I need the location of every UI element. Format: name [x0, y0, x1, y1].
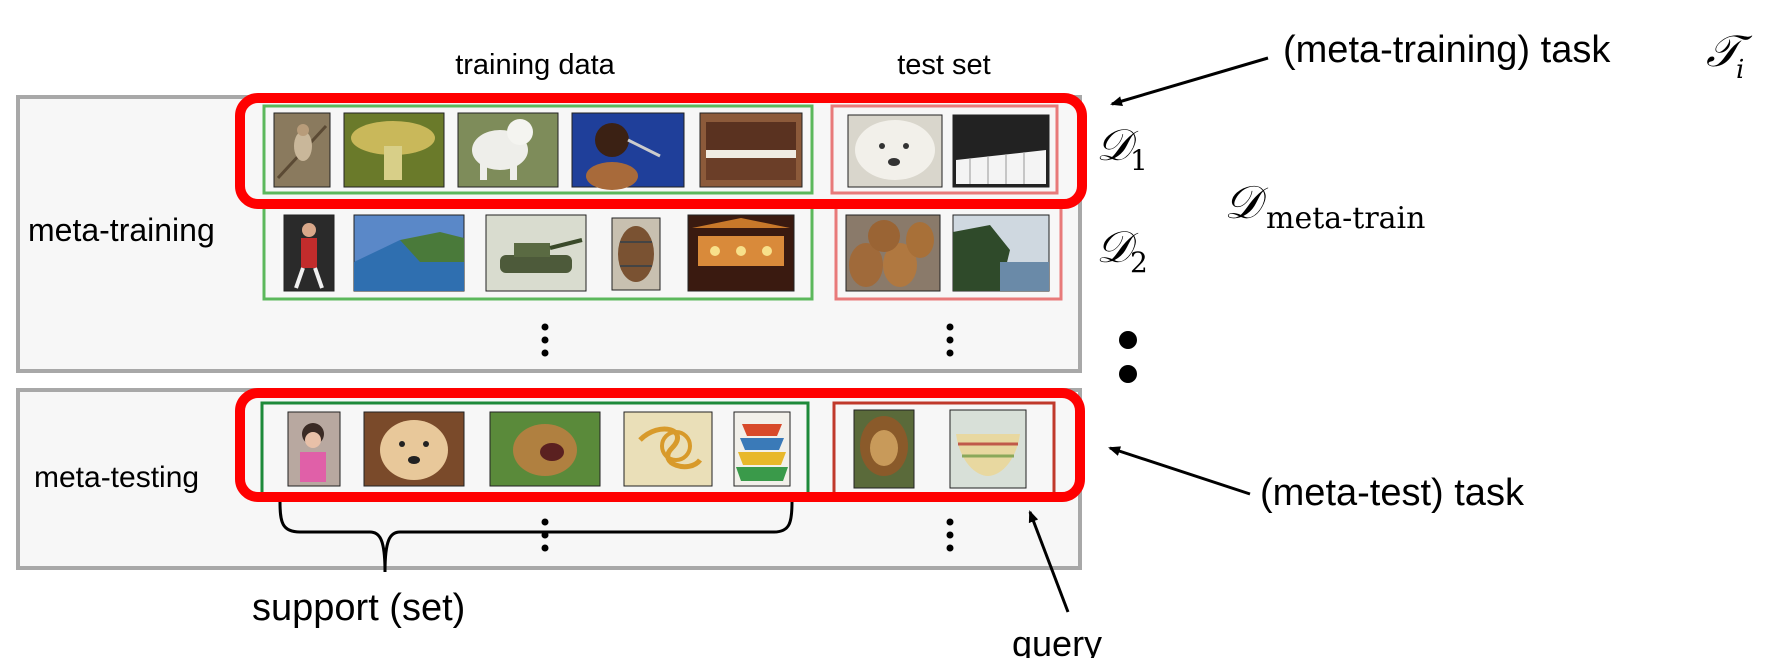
bird-photo: [273, 112, 331, 188]
svg-text:i: i: [1736, 55, 1744, 85]
d2-symbol: 𝒟 2: [1096, 222, 1148, 279]
d2-train-images: [283, 214, 795, 292]
meta-training-task-arrow: [1110, 56, 1269, 106]
query-arrow: [1028, 510, 1070, 613]
meta-training-label: meta-training: [28, 212, 215, 248]
golden-retriever-photo: [363, 411, 465, 487]
svg-text:2: 2: [1130, 246, 1148, 279]
meta-testing-ellipsis: [541, 518, 954, 552]
test-set-header: test set: [897, 49, 991, 81]
meta-test-task-label: (meta-test) task: [1260, 472, 1525, 514]
pretzel-shape-photo: [623, 411, 713, 487]
cliffs-photo: [952, 214, 1050, 292]
svg-text:𝒯: 𝒯: [1706, 26, 1753, 77]
meta-test-test-images: [853, 409, 1027, 489]
tank-photo: [485, 214, 587, 292]
piano-photo: [699, 112, 803, 188]
meta-training-task-highlight: [235, 93, 1087, 209]
d-meta-train-symbol: 𝒟 meta-train: [1224, 175, 1425, 236]
cliff-coast-photo: [353, 214, 465, 292]
svg-text:𝒟: 𝒟: [1224, 175, 1269, 229]
meta-testing-label: meta-testing: [34, 461, 199, 494]
meta-test-train-images: [287, 411, 791, 487]
mushroom-photo: [343, 112, 445, 188]
piano-keys-photo: [952, 114, 1050, 188]
lion-photo: [853, 409, 915, 489]
meta-test-task-highlight: [235, 388, 1085, 502]
training-data-header: training data: [455, 49, 615, 81]
roaring-lion-photo: [489, 411, 601, 487]
meta-test-task-arrow: [1108, 446, 1251, 496]
barrel-photo: [611, 217, 661, 291]
svg-text:1: 1: [1130, 144, 1148, 177]
dataset-ellipsis: [1119, 331, 1137, 383]
bowl-stack-photo: [733, 411, 791, 487]
d1-train-images: [273, 112, 803, 190]
d2-test-images: [845, 214, 1050, 292]
svg-text:meta-train: meta-train: [1266, 201, 1425, 236]
task-symbol: 𝒯 i: [1706, 26, 1753, 85]
d1-train-box: [262, 104, 814, 195]
meta-training-task-label: (meta-training) task: [1283, 29, 1611, 71]
d1-test-box: [830, 104, 1059, 195]
child-photo: [287, 411, 341, 487]
carousel-photo: [687, 214, 795, 292]
query-label: query: [1012, 623, 1102, 658]
gymnast-photo: [283, 214, 335, 292]
sheepdog-photo: [847, 114, 943, 188]
support-label: support (set): [252, 587, 465, 629]
support-brace: [278, 501, 794, 573]
d1-test-images: [847, 114, 1050, 188]
white-dog-photo: [457, 112, 559, 188]
d1-symbol: 𝒟 1: [1096, 120, 1148, 177]
bowl-photo: [949, 409, 1027, 489]
meta-training-ellipsis: [541, 323, 954, 357]
singer-photo: [571, 112, 685, 190]
barrels-photo: [845, 214, 941, 292]
